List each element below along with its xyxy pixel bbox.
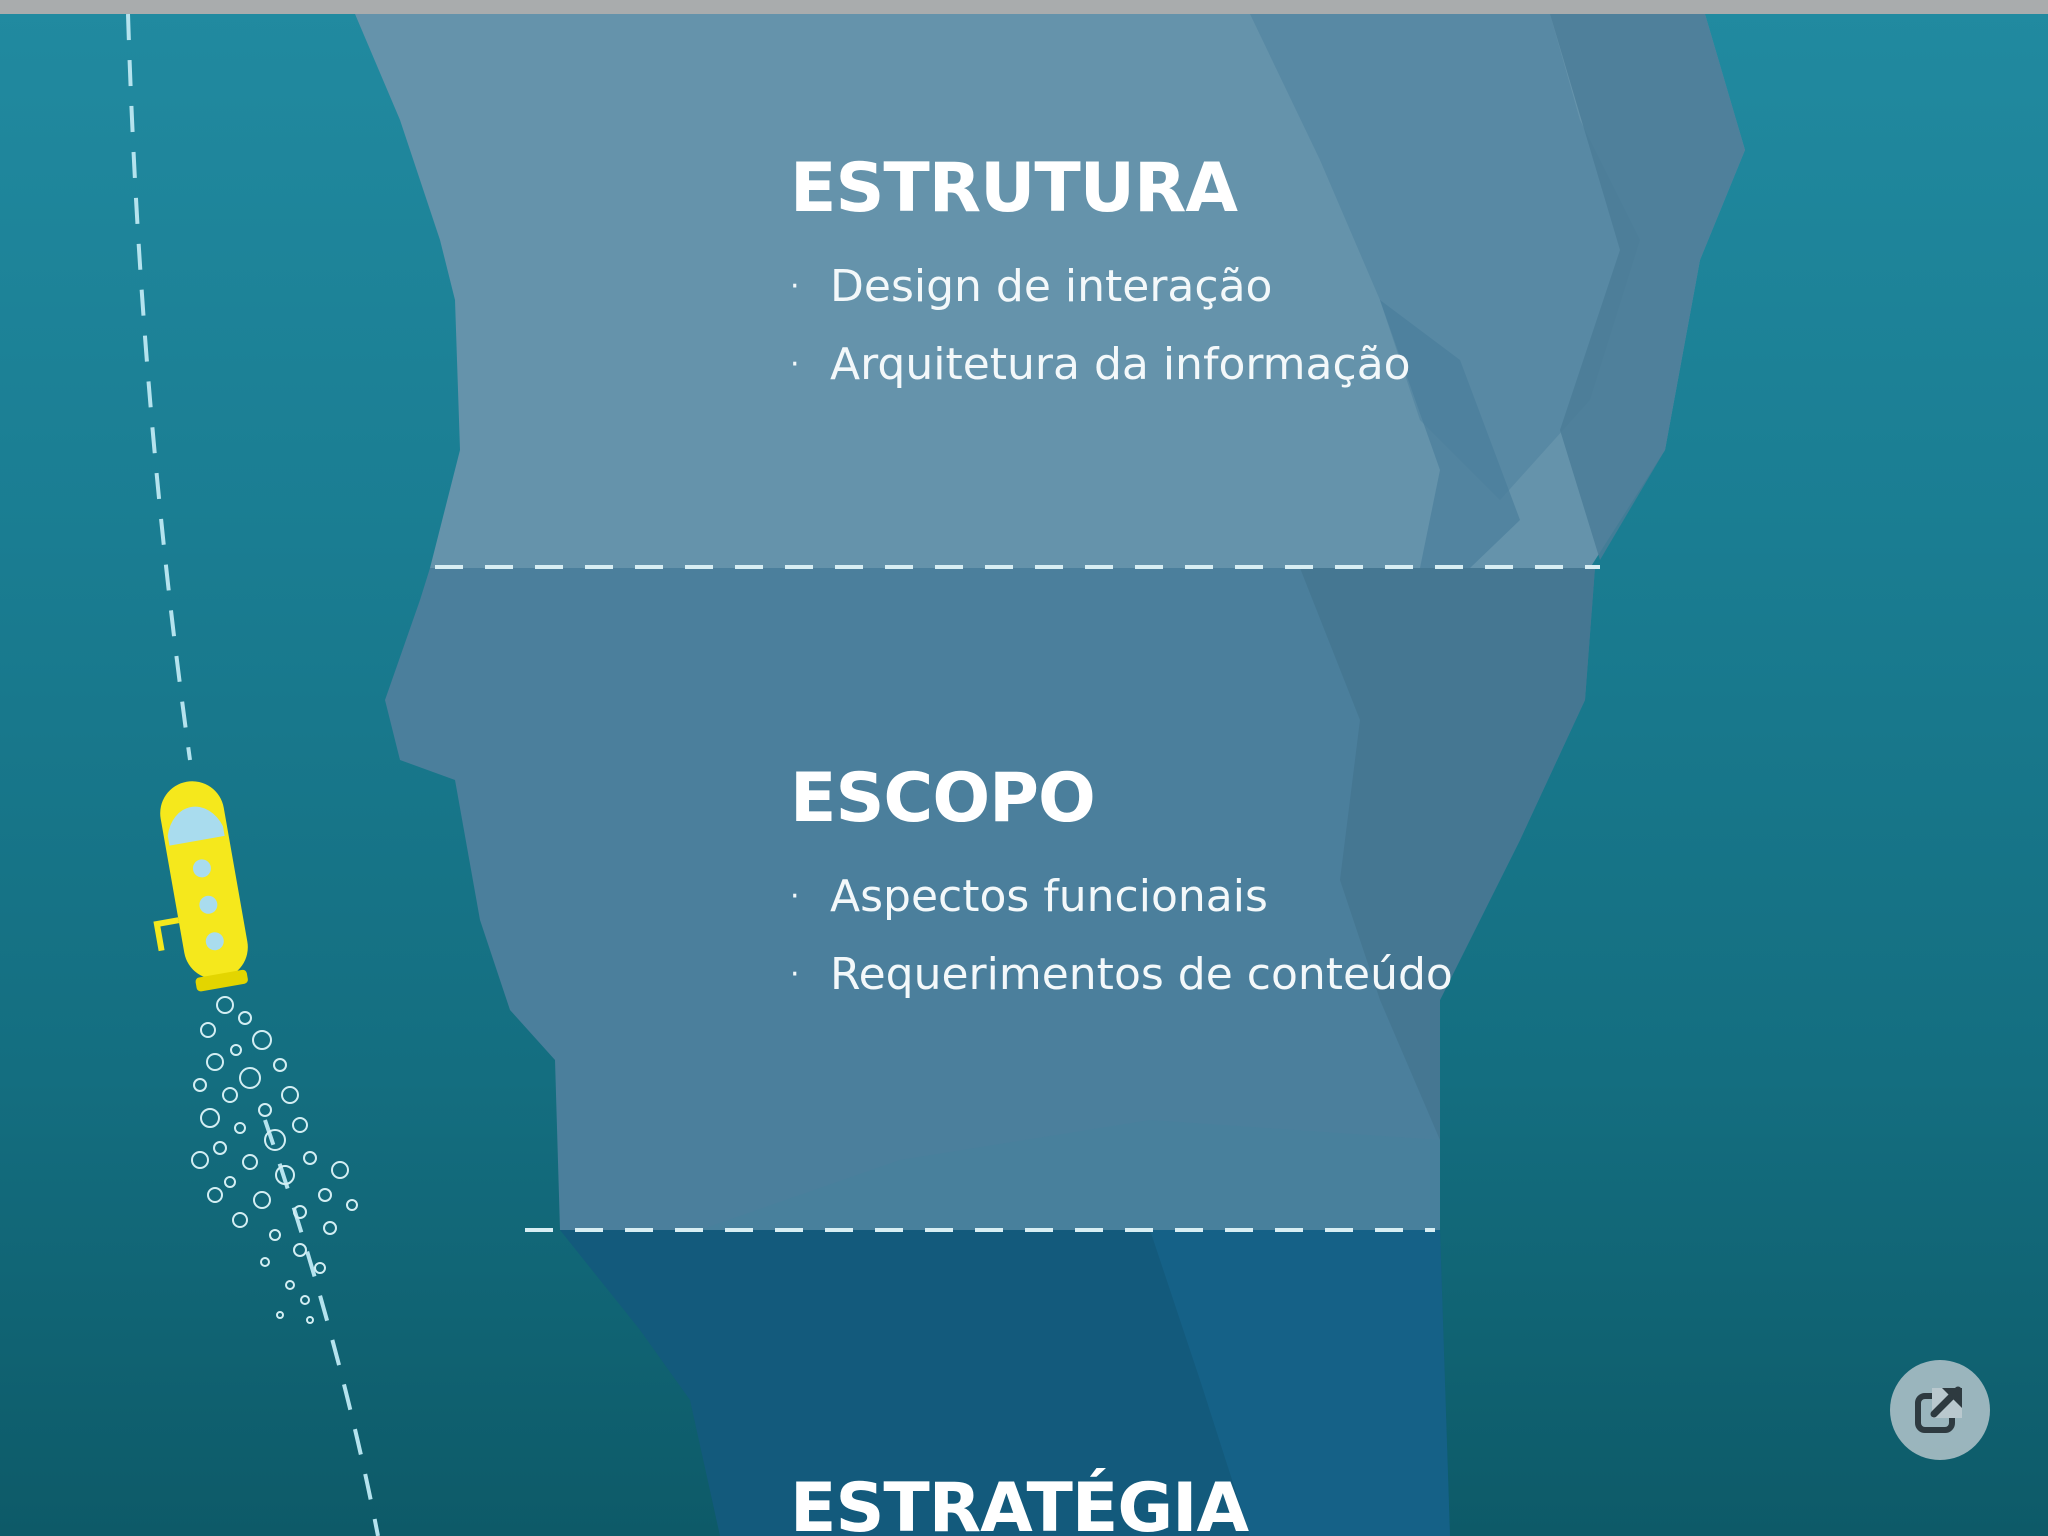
dive-path	[263, 1119, 380, 1536]
list-item: · Requerimentos de conteúdo	[790, 936, 1453, 1014]
submarine-icon	[153, 781, 248, 992]
section-title: ESCOPO	[790, 759, 1096, 838]
iceberg-facet	[1250, 14, 1640, 500]
top-border	[0, 0, 2048, 14]
section-title: ESTRUTURA	[790, 149, 1238, 228]
bullet: ·	[790, 879, 800, 914]
external-link-icon	[1915, 1386, 1962, 1433]
list-item: · Arquitetura da informação	[790, 326, 1411, 404]
section-escopo: ESCOPO ·Aspectos funcionais ·Requeriment…	[790, 765, 1453, 1014]
bullet: ·	[790, 347, 800, 382]
section-estrutura: ESTRUTURA ·Design de interação ·Arquitet…	[790, 155, 1411, 404]
iceberg-facet	[1300, 568, 1595, 1140]
bullet: ·	[790, 957, 800, 992]
list-item-text: Requerimentos de conteúdo	[830, 949, 1453, 1000]
iceberg-facet	[1150, 1230, 1450, 1536]
iceberg-facet	[1380, 300, 1520, 568]
dive-path	[126, 13, 192, 761]
iceberg-middle	[385, 568, 1595, 1230]
list-item-text: Aspectos funcionais	[830, 871, 1268, 922]
iceberg-facet	[1550, 14, 1745, 560]
iceberg-facet	[700, 1120, 1440, 1230]
section-list: · Design de interação · Arquitetura da inf…	[790, 248, 1411, 404]
list-item-text: Arquitetura da informação	[830, 339, 1411, 390]
bullet: ·	[790, 269, 800, 304]
list-item-text: Design de interação	[830, 261, 1273, 312]
popout-button[interactable]	[1890, 1360, 1990, 1460]
list-item: · Aspectos funcionais	[790, 858, 1453, 936]
section-estrategia: ESTRATÉGIA	[790, 1469, 1249, 1536]
section-list: · Aspectos funcionais · Requerimentos de c…	[790, 858, 1453, 1014]
bubbles	[191, 996, 358, 1324]
section-title: ESTRATÉGIA	[790, 1469, 1249, 1536]
list-item: · Design de interação	[790, 248, 1411, 326]
